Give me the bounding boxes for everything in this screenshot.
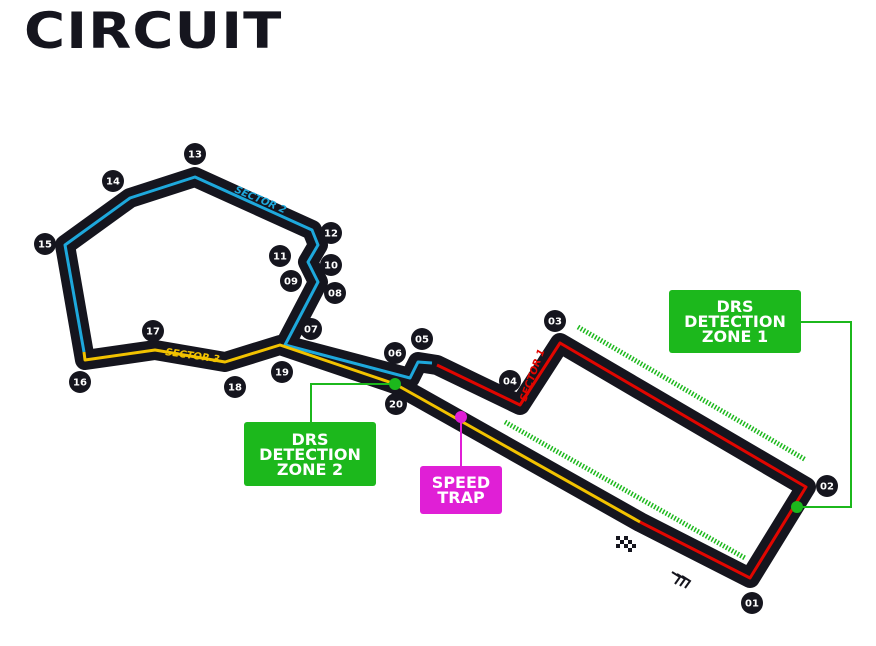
sector-2-line <box>63 175 433 380</box>
corner-04: 04 <box>499 370 521 392</box>
corner-badge <box>741 592 763 614</box>
corner-badge <box>816 475 838 497</box>
corner-badge <box>544 310 566 332</box>
speed-trap-callout: SPEED TRAP <box>420 466 502 514</box>
corner-14: 14 <box>102 170 124 192</box>
corner-01: 01 <box>741 592 763 614</box>
corner-17: 17 <box>142 320 164 342</box>
corner-number: 17 <box>146 327 160 338</box>
drs-zone-2-connector <box>310 383 395 422</box>
corner-number: 09 <box>284 277 298 288</box>
corner-number: 20 <box>389 400 403 411</box>
corner-number: 15 <box>38 240 52 251</box>
drs-detection-point-2 <box>389 378 401 390</box>
corner-number: 19 <box>275 368 289 379</box>
corner-number: 11 <box>273 252 287 263</box>
corner-badge <box>69 371 91 393</box>
corner-19: 19 <box>271 361 293 383</box>
corner-number: 07 <box>304 325 318 336</box>
corner-20: 20 <box>385 393 407 415</box>
sector-3-line <box>82 343 641 524</box>
corner-badge <box>499 370 521 392</box>
corner-03: 03 <box>544 310 566 332</box>
corner-number: 02 <box>820 482 834 493</box>
corner-12: 12 <box>320 222 342 244</box>
corner-number: 06 <box>388 349 402 360</box>
corner-badge <box>142 320 164 342</box>
corner-number: 08 <box>328 289 342 300</box>
drs-zone-1-connector <box>797 321 852 508</box>
corner-badge <box>320 222 342 244</box>
speed-trap-line-1: SPEED <box>431 473 491 492</box>
corner-badge <box>271 361 293 383</box>
corner-badge <box>269 245 291 267</box>
corner-number: 13 <box>188 150 202 161</box>
corner-07: 07 <box>300 318 322 340</box>
corner-badge <box>300 318 322 340</box>
speed-trap-point <box>455 411 467 423</box>
corner-02: 02 <box>816 475 838 497</box>
corner-badge <box>102 170 124 192</box>
corner-06: 06 <box>384 342 406 364</box>
corner-10: 10 <box>320 254 342 276</box>
corner-badge <box>320 254 342 276</box>
corner-number: 01 <box>745 599 759 610</box>
page-title: CIRCUIT <box>24 2 283 60</box>
corner-11: 11 <box>269 245 291 267</box>
sector-1-line <box>436 341 808 580</box>
corner-05: 05 <box>411 328 433 350</box>
direction-chevrons-icon <box>671 571 692 589</box>
corner-number: 04 <box>503 377 517 388</box>
drs-zone-1-line-2: DETECTION <box>684 312 786 331</box>
corner-08: 08 <box>324 282 346 304</box>
corner-badge <box>385 393 407 415</box>
corner-badge <box>280 270 302 292</box>
corner-number: 03 <box>548 317 562 328</box>
drs-zone-2-line-2: DETECTION <box>259 444 361 464</box>
corner-13: 13 <box>184 143 206 165</box>
drs-zone-1-callout: DRS DETECTION ZONE 1 <box>669 290 801 353</box>
corner-number: 12 <box>324 229 338 240</box>
corner-number: 05 <box>415 335 429 346</box>
speed-trap-line-2: TRAP <box>437 488 485 507</box>
drs-detection-point-1 <box>791 501 803 513</box>
corner-number: 18 <box>228 383 242 394</box>
drs-zone-bar-1 <box>576 324 808 463</box>
corner-badge <box>384 342 406 364</box>
corner-number: 10 <box>324 261 338 272</box>
corner-15: 15 <box>34 233 56 255</box>
corner-badge <box>411 328 433 350</box>
drs-zone-1-line-3: ZONE 1 <box>701 327 769 346</box>
corner-badge <box>324 282 346 304</box>
drs-zone-1-line-1: DRS <box>716 297 754 316</box>
drs-zone-2-line-1: DRS <box>291 429 329 449</box>
chequered-flag-icon <box>616 536 636 552</box>
drs-zone-2-callout: DRS DETECTION ZONE 2 <box>244 422 376 486</box>
corner-18: 18 <box>224 376 246 398</box>
drs-zone-2-line-3: ZONE 2 <box>276 459 344 479</box>
corner-number: 16 <box>73 378 87 389</box>
corner-badge <box>34 233 56 255</box>
corner-number: 14 <box>106 177 120 188</box>
corner-09: 09 <box>280 270 302 292</box>
corner-16: 16 <box>69 371 91 393</box>
track <box>55 167 816 588</box>
corner-badge <box>184 143 206 165</box>
corner-badge <box>224 376 246 398</box>
